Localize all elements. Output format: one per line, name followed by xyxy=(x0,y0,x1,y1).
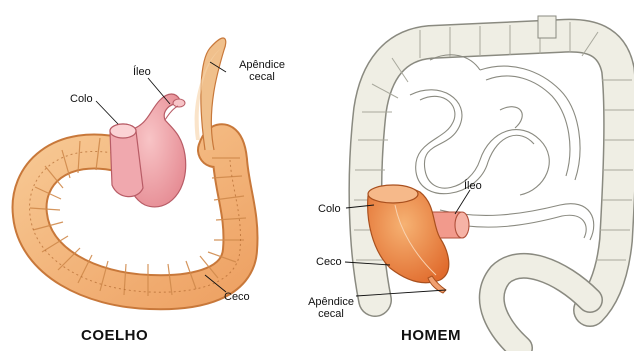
human-intestines xyxy=(354,16,634,348)
rabbit-title: COELHO xyxy=(81,327,148,344)
human-apendice-line2: cecal xyxy=(300,308,362,320)
human-apendice-line1: Apêndice xyxy=(300,296,362,308)
rabbit-ceco-label: Ceco xyxy=(224,291,250,303)
rabbit-ileo-label: Íleo xyxy=(133,66,151,78)
human-title: HOMEM xyxy=(401,327,461,344)
human-ileo-label: Íleo xyxy=(464,180,482,192)
human-ceco-label: Ceco xyxy=(316,256,342,268)
rabbit-colo-label: Colo xyxy=(70,93,93,105)
human-colo-label: Colo xyxy=(318,203,341,215)
rabbit-apendice-line2: cecal xyxy=(232,71,292,83)
rabbit-apendice-line1: Apêndice xyxy=(232,59,292,71)
rabbit-ileum-colon xyxy=(110,94,186,207)
rabbit-apendice-label: Apêndice cecal xyxy=(232,59,292,83)
human-apendice-label: Apêndice cecal xyxy=(300,296,362,320)
